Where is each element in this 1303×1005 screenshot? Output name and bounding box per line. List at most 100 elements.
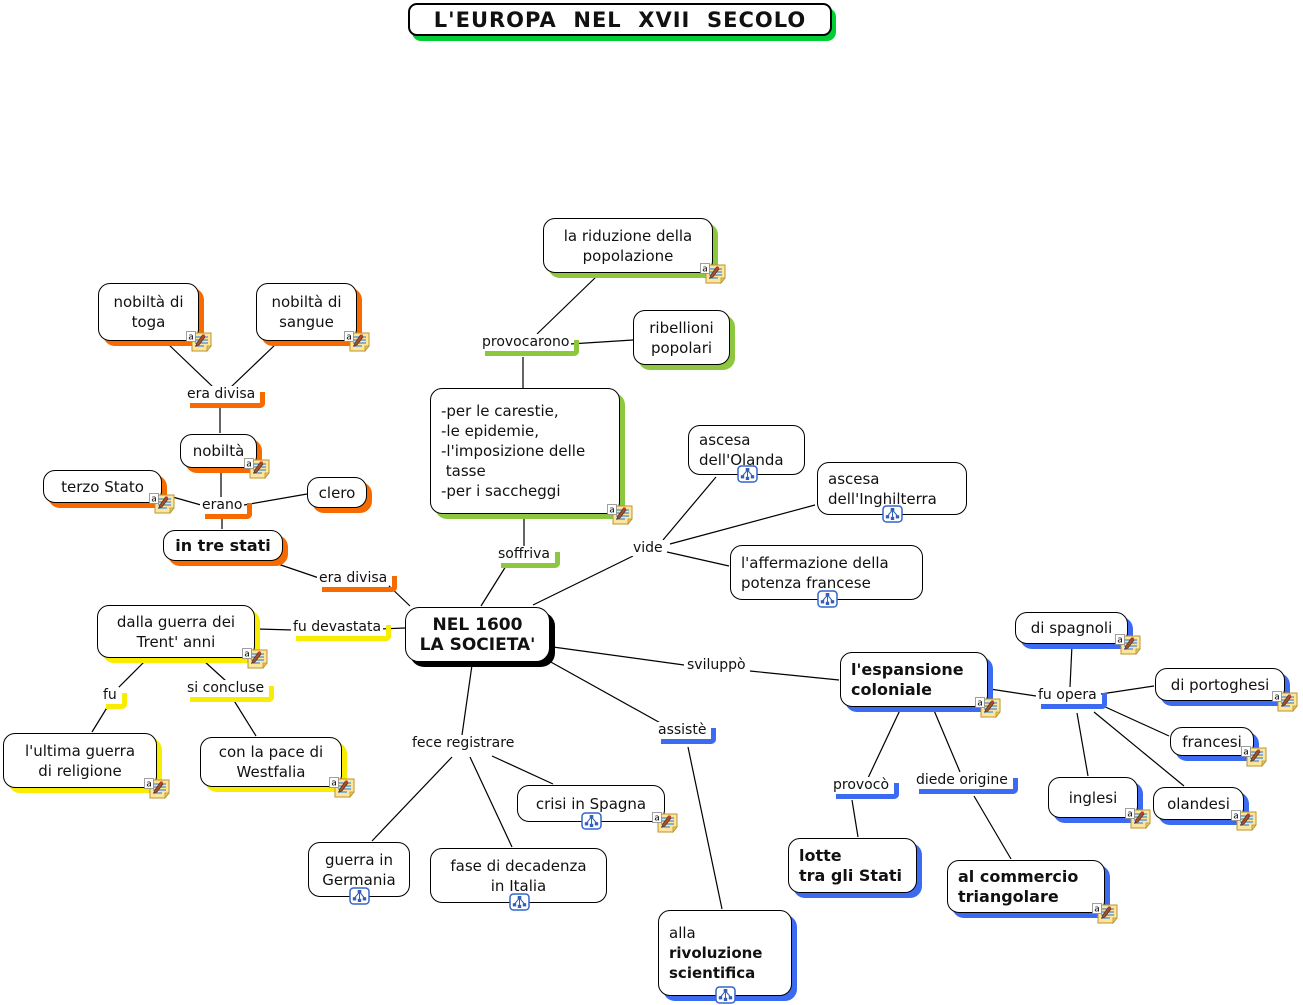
cmap-link-icon[interactable] (581, 812, 602, 830)
linking-phrase-vide[interactable]: vide (631, 540, 665, 556)
cmap-link-icon[interactable] (816, 590, 838, 608)
linking-phrase-fu-opera[interactable]: fu opera (1036, 687, 1107, 709)
connector-line (552, 646, 685, 666)
concept-node-terzo-stato[interactable]: terzo Stato a (43, 470, 175, 514)
annotation-icon[interactable]: a (144, 778, 171, 799)
node-label: terzo Stato (61, 477, 144, 496)
annotation-icon[interactable]: a (975, 697, 1002, 718)
linking-phrase-label: fu devastata (293, 619, 382, 635)
concept-node-in-tre-stati[interactable]: in tre stati (163, 530, 283, 561)
connector-line (867, 707, 902, 779)
cmap-link-icon[interactable] (715, 986, 736, 1004)
annotation-icon[interactable]: a (1115, 634, 1142, 655)
connector-line (232, 698, 257, 737)
cmap-link-icon[interactable] (736, 465, 758, 483)
linking-phrase-fu[interactable]: fu (101, 687, 127, 709)
svg-text:a: a (151, 495, 157, 505)
connector-line (91, 705, 109, 733)
connector-line (116, 659, 147, 690)
linking-phrase-assiste[interactable]: assistè (656, 722, 717, 744)
cmap-link-icon[interactable] (508, 893, 530, 911)
cmap-link-icon[interactable] (349, 887, 370, 905)
linking-phrase-diede-origine[interactable]: diede origine (914, 772, 1018, 794)
linking-phrase-label: erano (202, 497, 243, 513)
connector-line (230, 342, 278, 388)
svg-text:a: a (609, 506, 615, 516)
connector-line (379, 627, 406, 630)
linking-phrase-sviluppo[interactable]: sviluppò (685, 657, 748, 673)
connector-line (669, 504, 816, 545)
annotation-icon[interactable]: a (652, 812, 679, 833)
annotation-icon[interactable]: a (1241, 746, 1268, 767)
linking-phrase-provoco[interactable]: provocò (831, 777, 900, 799)
connector-line (1076, 712, 1089, 777)
linking-phrase-si-concluse[interactable]: si concluse (185, 680, 275, 702)
concept-node-cause-carestie[interactable]: -per le carestie,-le epidemie,-l'imposiz… (430, 388, 633, 525)
linking-phrase-provocarono[interactable]: provocarono (480, 334, 580, 356)
annotation-icon[interactable]: a (1092, 903, 1119, 924)
linking-phrase-label: vide (633, 540, 663, 556)
svg-text:a: a (331, 779, 337, 789)
annotation-icon[interactable]: a (1272, 691, 1299, 712)
svg-text:a: a (346, 333, 352, 343)
node-label: francesi (1182, 732, 1242, 751)
connector-line (461, 664, 473, 736)
linking-phrase-soffriva[interactable]: soffriva (496, 546, 561, 568)
annotation-icon[interactable]: a (242, 648, 269, 669)
linking-phrase-era-divisa-1[interactable]: era divisa (185, 386, 266, 408)
connector-line (973, 795, 1012, 860)
annotation-icon[interactable]: a (344, 331, 371, 352)
annotation-icon[interactable]: a (244, 458, 271, 479)
annotation-icon[interactable]: a (329, 777, 356, 798)
svg-text:a: a (1127, 810, 1133, 820)
linking-phrase-fu-devastata[interactable]: fu devastata (291, 619, 392, 641)
annotation-icon[interactable]: a (149, 493, 176, 514)
cmap-link-icon[interactable] (882, 505, 903, 523)
annotation-icon[interactable]: a (700, 263, 727, 284)
annotation-icon[interactable]: a (1125, 808, 1152, 829)
svg-text:a: a (1243, 748, 1249, 758)
annotation-icon[interactable]: a (1231, 810, 1258, 831)
svg-text:a: a (244, 650, 250, 660)
annotation-icon[interactable]: a (186, 331, 213, 352)
linking-phrase-erano[interactable]: erano (200, 497, 253, 519)
annotation-icon[interactable]: a (607, 504, 634, 525)
linking-phrase-era-divisa-2[interactable]: era divisa (317, 570, 398, 592)
connector-line (536, 275, 598, 335)
svg-text:a: a (1094, 905, 1100, 915)
linking-phrase-label: assistè (658, 722, 707, 738)
map-title-text: L'EUROPA NEL XVII SECOLO (433, 7, 807, 32)
concept-node-clero[interactable]: clero (307, 477, 367, 508)
linking-phrase-fece-registrare[interactable]: fece registrare (410, 735, 517, 751)
